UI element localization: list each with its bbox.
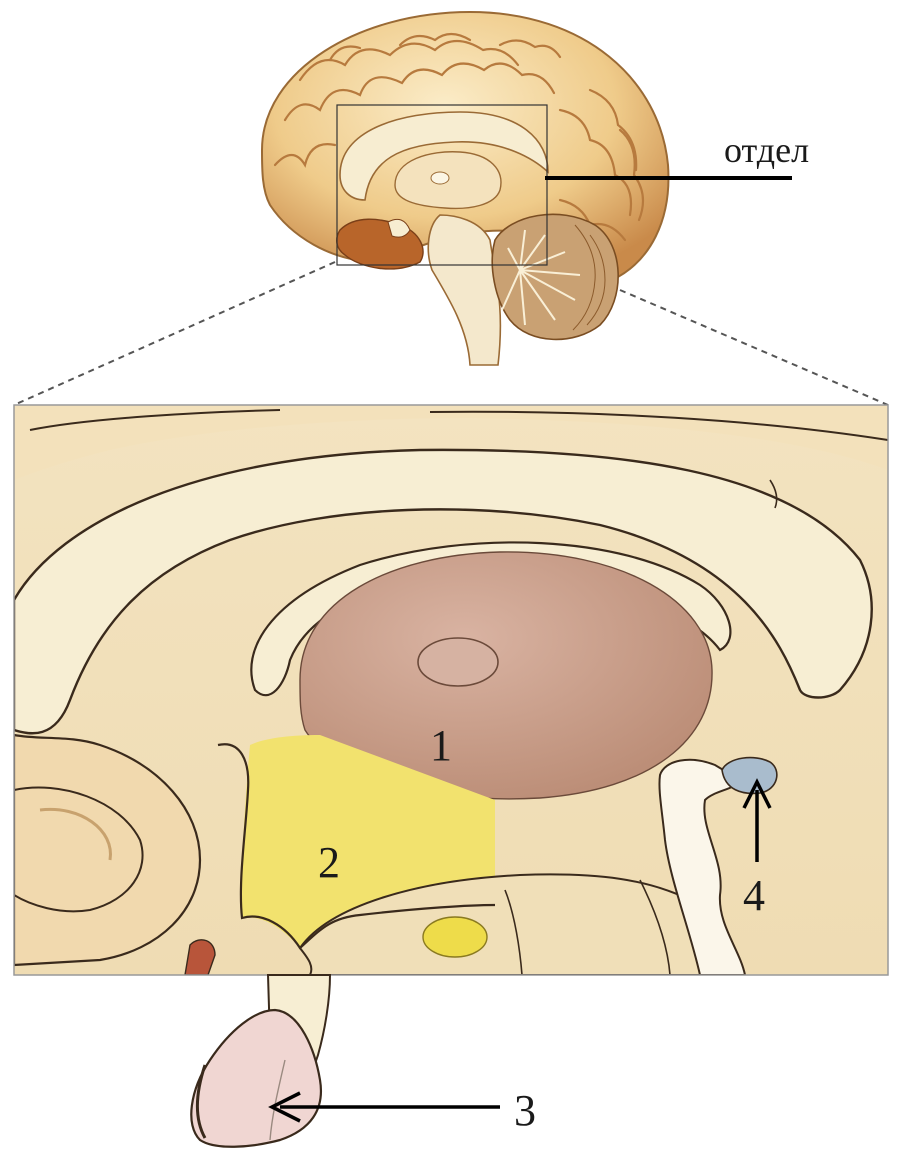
zoom-line-left <box>14 262 335 405</box>
interthalamic-adhesion <box>418 638 498 686</box>
pituitary-gland <box>191 1010 321 1147</box>
section-label: отдел <box>724 130 809 170</box>
label-2: 2 <box>318 838 340 887</box>
brainstem-small <box>428 215 500 365</box>
label-1: 1 <box>430 721 452 770</box>
pituitary-group <box>191 975 330 1147</box>
cerebellum-small <box>492 214 618 339</box>
whole-brain-overview <box>262 12 792 365</box>
label-4: 4 <box>743 871 765 920</box>
zoom-line-right <box>620 290 888 405</box>
mammillary-body <box>423 917 487 957</box>
label-3: 3 <box>514 1086 536 1135</box>
